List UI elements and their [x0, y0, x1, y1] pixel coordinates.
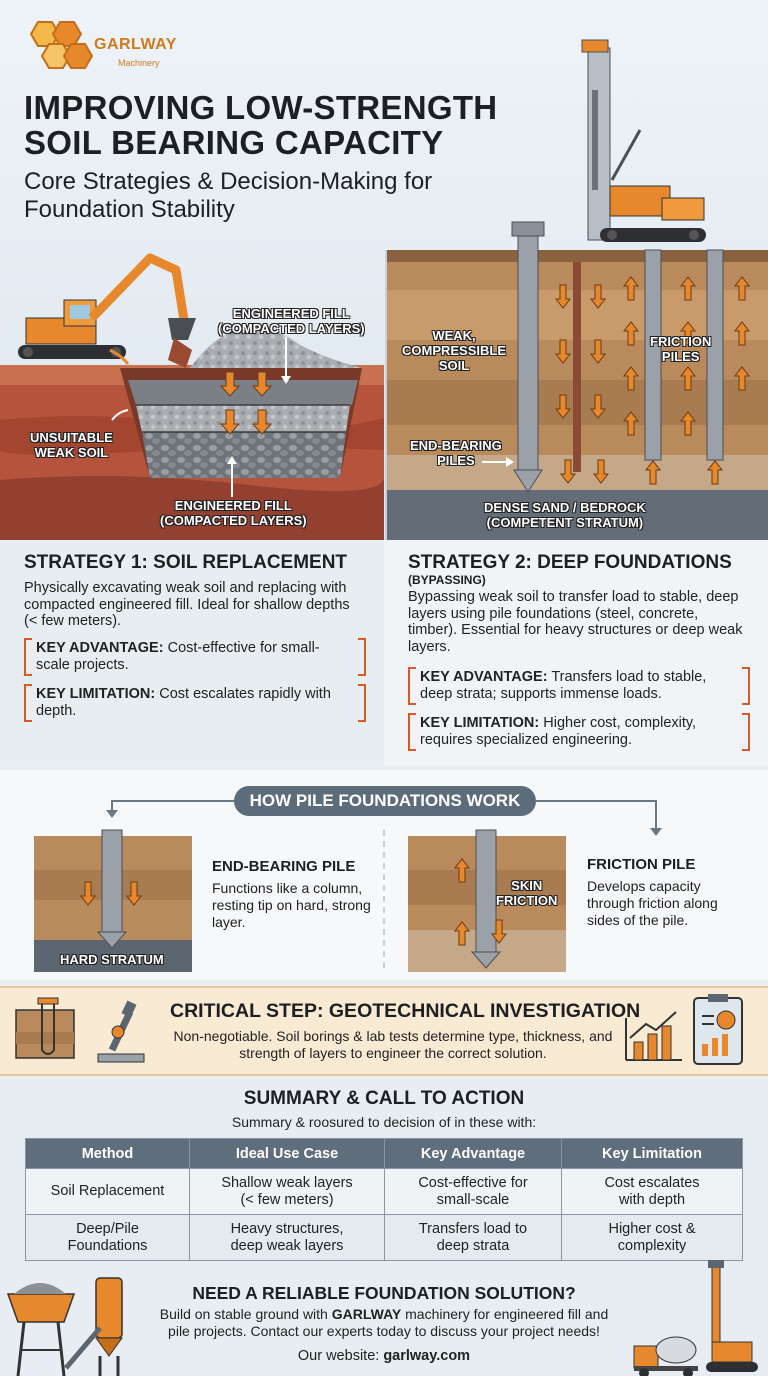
how-piles-work-section: HOW PILE FOUNDATIONS WORK HARD STRATUM S… — [0, 770, 768, 980]
weak-soil-label: UNSUITABLE WEAK SOIL — [30, 430, 113, 460]
excavator-icon — [18, 253, 196, 368]
cta-text-post: machinery for engineered fill and pile p… — [168, 1306, 609, 1339]
how-piles-title: HOW PILE FOUNDATIONS WORK — [234, 786, 536, 816]
load-arrows — [554, 276, 751, 485]
strategy-1-advantage: KEY ADVANTAGE: Cost-effective for small-… — [24, 637, 366, 676]
brand-sub: Machinery — [118, 58, 160, 68]
compaction-arrows — [219, 371, 273, 435]
summary-subtitle: Summary & roosured to decision of in the… — [231, 1114, 537, 1130]
advantage-text: Transfers load to stable, deep strata; s… — [420, 669, 707, 702]
skin-friction-label: SKIN FRICTION — [496, 878, 558, 908]
soil-replacement-scene — [0, 253, 384, 540]
limitation-text: Cost escalates rapidly with depth. — [36, 685, 331, 719]
table-cell: Heavy structures, deep weak layers — [189, 1214, 385, 1261]
bedrock-label: DENSE SAND / BEDROCK (COMPETENT STRATUM) — [484, 500, 646, 530]
strategy-1-text: Physically excavating weak soil and repl… — [24, 580, 350, 629]
limitation-label: KEY LIMITATION: — [420, 715, 540, 731]
advantage-label: KEY ADVANTAGE: — [36, 639, 164, 656]
friction-pile-desc: Develops capacity through friction along… — [587, 878, 718, 928]
bedrock-layer — [386, 490, 768, 540]
table-cell: Cost-effective for small-scale — [384, 1168, 562, 1215]
hard-stratum-label: HARD STRATUM — [60, 952, 164, 967]
table-cell: Soil Replacement — [25, 1168, 190, 1215]
strategy-2-text: Bypassing weak soil to transfer load to … — [408, 589, 743, 655]
page-title: IMPROVING LOW-STRENGTH SOIL BEARING CAPA… — [24, 90, 584, 160]
fill-layer-bottom — [142, 432, 346, 478]
strategy-2-limitation: KEY LIMITATION: Higher cost, complexity,… — [408, 713, 750, 751]
column-header: Key Advantage — [384, 1138, 562, 1169]
website-line: Our website: garlway.com — [0, 1348, 768, 1364]
garlway-logo-icon — [29, 21, 94, 69]
advantage-text: Cost-effective for small-scale projects. — [36, 639, 320, 673]
strategies-section: STRATEGY 1: SOIL REPLACEMENT Physically … — [0, 540, 768, 766]
small-pile-rig-icon — [706, 1260, 758, 1372]
fill-layer-middle — [136, 405, 350, 432]
soil-boring-icon — [15, 997, 75, 1059]
strategy-2-card: STRATEGY 2: DEEP FOUNDATIONS (BYPASSING)… — [384, 540, 768, 766]
fill-top-label: ENGINEERED FILL (COMPACTED LAYERS) — [218, 306, 365, 336]
clipboard-report-icon — [693, 994, 743, 1065]
table-cell: Cost escalates with depth — [561, 1168, 743, 1215]
pile-group — [511, 221, 724, 493]
end-bearing-diagram — [34, 829, 192, 972]
advantage-label: KEY ADVANTAGE: — [420, 669, 548, 685]
batching-plant-icon — [6, 1277, 123, 1376]
deep-foundation-scene — [385, 39, 768, 540]
table-cell: Higher cost & complexity — [561, 1214, 743, 1261]
strategy-2-advantage: KEY ADVANTAGE: Transfers load to stable,… — [408, 667, 750, 705]
fill-bottom-label: ENGINEERED FILL (COMPACTED LAYERS) — [160, 498, 307, 528]
end-bearing-piles-label: END-BEARING PILES — [410, 438, 502, 468]
strategy-1-limitation: KEY LIMITATION: Cost escalates rapidly w… — [24, 683, 366, 722]
end-bearing-title: END-BEARING PILE — [212, 858, 356, 875]
geotech-text: Non-negotiable. Soil borings & lab tests… — [173, 1028, 613, 1061]
summary-section: SUMMARY & CALL TO ACTION Summary & roosu… — [0, 1078, 768, 1376]
table-row: Soil Replacement Shallow weak layers (< … — [25, 1168, 743, 1215]
table-cell: Deep/Pile Foundations — [25, 1214, 190, 1261]
hero-illustration — [0, 21, 768, 540]
geotech-title: CRITICAL STEP: GEOTECHNICAL INVESTIGATIO… — [170, 1000, 641, 1022]
table-cell: Transfers load to deep strata — [384, 1214, 562, 1261]
friction-pile-title: FRICTION PILE — [587, 856, 696, 873]
limitation-label: KEY LIMITATION: — [36, 685, 156, 702]
cta-text-pre: Build on stable ground with — [159, 1306, 332, 1322]
limitation-text: Higher cost, complexity, requires specia… — [420, 715, 697, 748]
brand-name: GARLWAY — [94, 36, 177, 53]
hero-section: GARLWAY Machinery IMPROVING LOW-STRENGTH… — [0, 0, 768, 540]
title-line-1: IMPROVING LOW-STRENGTH — [24, 89, 498, 126]
table-cell: Shallow weak layers (< few meters) — [189, 1168, 385, 1215]
geotech-icons — [15, 994, 743, 1065]
strategy-2-title: STRATEGY 2: DEEP FOUNDATIONS — [408, 552, 732, 573]
how-piles-illustration — [34, 800, 662, 972]
page-subtitle: Core Strategies & Decision-Making for Fo… — [24, 168, 433, 223]
cta-title: NEED A RELIABLE FOUNDATION SOLUTION? — [192, 1283, 576, 1303]
table-row: Deep/Pile Foundations Heavy structures, … — [25, 1214, 743, 1261]
column-header: Method — [25, 1138, 190, 1169]
column-header: Ideal Use Case — [189, 1138, 385, 1169]
website-label: Our website: — [297, 1348, 384, 1364]
pile-weak-soil-label: WEAK, COMPRESSIBLE SOIL — [402, 328, 507, 373]
title-line-2: SOIL BEARING CAPACITY — [24, 124, 444, 161]
friction-piles-label: FRICTION PILES — [650, 334, 712, 364]
strategy-1-card: STRATEGY 1: SOIL REPLACEMENT Physically … — [0, 540, 384, 766]
website-link[interactable]: garlway.com — [383, 1348, 471, 1364]
microscope-icon — [97, 1000, 145, 1063]
end-bearing-desc: Functions like a column, resting tip on … — [212, 880, 371, 930]
cta-brand: GARLWAY — [331, 1306, 402, 1322]
pile-rig-icon — [581, 39, 706, 242]
summary-title: SUMMARY & CALL TO ACTION — [243, 1088, 525, 1109]
column-header: Key Limitation — [561, 1138, 743, 1169]
summary-table: Method Ideal Use Case Key Advantage Key … — [25, 1138, 743, 1261]
cta-text: Build on stable ground with GARLWAY mach… — [150, 1306, 618, 1340]
growth-chart-icon — [625, 1011, 682, 1061]
geotech-section: CRITICAL STEP: GEOTECHNICAL INVESTIGATIO… — [0, 986, 768, 1076]
strategy-2-note: (BYPASSING) — [408, 573, 486, 587]
mixer-truck-icon — [633, 1336, 698, 1376]
strategy-1-title: STRATEGY 1: SOIL REPLACEMENT — [24, 552, 348, 573]
friction-pile-diagram — [408, 829, 566, 972]
fill-mound — [190, 327, 362, 368]
cta-illustrations — [6, 1260, 758, 1376]
table-header-row: Method Ideal Use Case Key Advantage Key … — [25, 1138, 743, 1169]
